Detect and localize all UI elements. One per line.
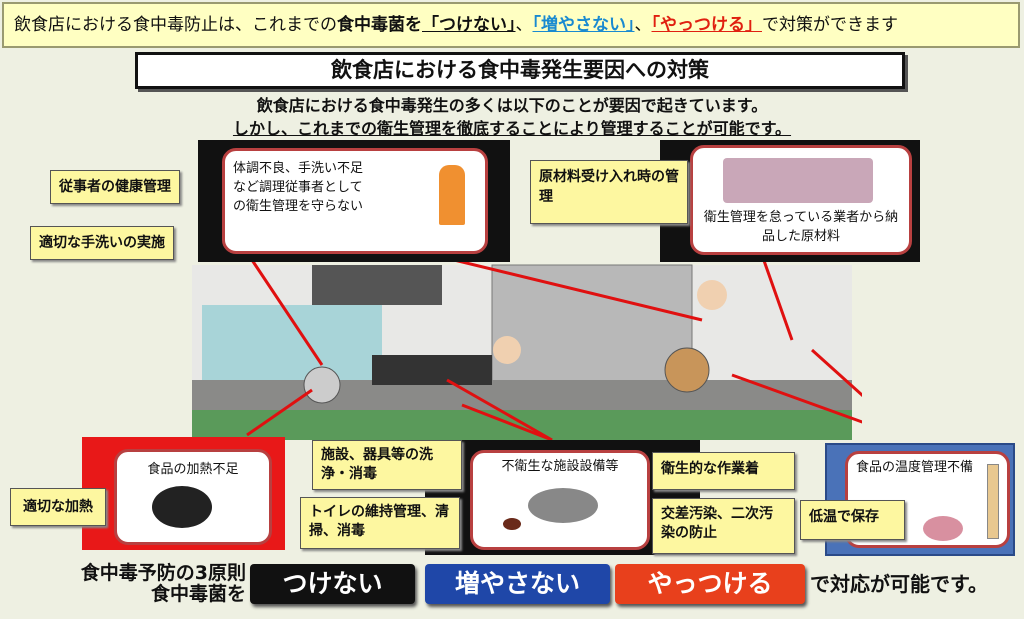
facility-panel: 不衛生な施設設備等 (425, 440, 700, 555)
principle-button-grow: 増やさない (425, 564, 610, 604)
banner-post: で対策ができます (762, 15, 898, 35)
temperature-panel: 食品の温度管理不備 (825, 443, 1015, 556)
material-panel: 衛生管理を怠っている業者から納品した原材料 (660, 140, 920, 262)
temperature-card: 食品の温度管理不備 (845, 451, 1010, 548)
temperature-text: 食品の温度管理不備 (855, 460, 973, 475)
page-title: 飲食店における食中毒発生要因への対策 (135, 52, 905, 89)
frying-pan-icon (152, 486, 212, 528)
worker-card: 体調不良、手洗い不足など調理従事者としての衛生管理を守らない (222, 148, 488, 254)
material-text: 衛生管理を怠っている業者から納品した原材料 (703, 210, 899, 244)
label-facility-cleaning: 施設、器具等の洗浄・消毒 (312, 440, 462, 490)
meat-icon (923, 516, 963, 541)
stove (372, 355, 492, 385)
rat-icon (528, 488, 598, 523)
banner-bold: 食中毒菌を (337, 15, 422, 35)
sep: 、 (634, 15, 652, 35)
refrigerator (491, 264, 693, 386)
cook-figure (493, 336, 521, 364)
worker-figure-icon (439, 165, 465, 225)
label-cross-contamination: 交差汚染、二次汚染の防止 (652, 498, 795, 554)
range-hood (312, 265, 442, 305)
footer-principles: 食中毒予防の3原則 食中毒菌を (18, 563, 246, 605)
footer-post: で対応が可能です。 (810, 572, 988, 596)
principle-button-attach: つけない (250, 564, 415, 604)
worker-text: 体調不良、手洗い不足など調理従事者としての衛生管理を守らない (233, 161, 364, 214)
thermometer-icon (987, 464, 999, 539)
cockroach-icon (503, 518, 521, 530)
tile-wall (202, 305, 382, 385)
principle-1: 「つけない」 (422, 15, 516, 35)
principle-2: 「増やさない」 (532, 15, 635, 35)
label-uniform: 衛生的な作業着 (652, 452, 795, 490)
boxes-icon (723, 158, 873, 203)
pot (303, 366, 341, 404)
label-material: 原材料受け入れ時の管理 (530, 160, 688, 224)
label-health: 従事者の健康管理 (50, 170, 180, 204)
sep: 、 (515, 15, 533, 35)
label-handwash: 適切な手洗いの実施 (30, 226, 174, 260)
label-cold-storage: 低温で保存 (800, 500, 905, 540)
footer-line2: 食中毒菌を (150, 583, 246, 605)
worker-panel: 体調不良、手洗い不足など調理従事者としての衛生管理を守らない (198, 140, 510, 262)
top-banner: 飲食店における食中毒防止は、これまでの食中毒菌を「つけない」、「増やさない」、「… (2, 2, 1020, 48)
material-card: 衛生管理を怠っている業者から納品した原材料 (690, 145, 912, 255)
bowl (664, 347, 710, 393)
heating-text: 食品の加熱不足 (147, 462, 239, 477)
banner-text: 飲食店における食中毒防止は、これまでの (14, 15, 337, 35)
principle-button-kill: やっつける (615, 564, 805, 604)
kitchen-illustration (192, 255, 862, 442)
label-toilet: トイレの維持管理、清掃、消毒 (300, 497, 460, 549)
floor-mat (192, 410, 852, 440)
principle-3: 「やっつける」 (651, 15, 763, 35)
subtitle-1: 飲食店における食中毒発生の多くは以下のことが要因で起きています。 (256, 96, 768, 115)
footer-line1: 食中毒予防の3原則 (80, 562, 246, 584)
facility-card: 不衛生な施設設備等 (470, 450, 650, 550)
heating-card: 食品の加熱不足 (114, 449, 272, 545)
heating-panel: 食品の加熱不足 (82, 437, 285, 550)
counter (192, 380, 852, 410)
facility-text: 不衛生な施設設備等 (501, 459, 619, 474)
cook-figure (697, 280, 727, 310)
subtitle-2: しかし、これまでの衛生管理を徹底することにより管理することが可能です。 (232, 119, 792, 138)
label-heating: 適切な加熱 (10, 488, 106, 526)
